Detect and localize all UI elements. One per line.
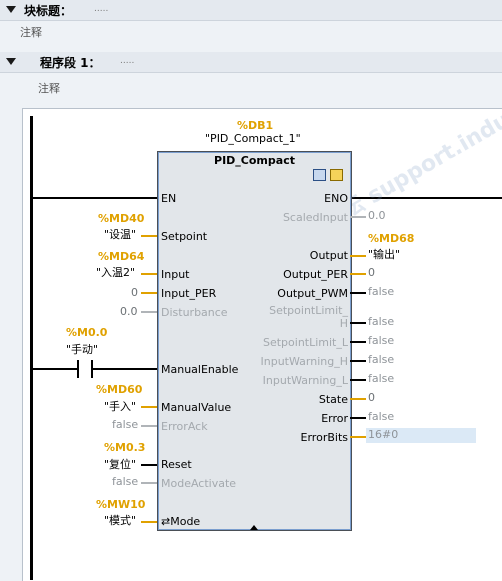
mode-tag[interactable]: "模式" — [104, 514, 137, 527]
collapse-triangle-icon[interactable] — [6, 6, 16, 13]
output-per-wire — [350, 273, 366, 275]
pin-sp-limit-h-line1[interactable]: SetpointLimit_ — [269, 304, 348, 317]
inputwarning-h-wire — [350, 360, 366, 362]
pin-errorack[interactable]: ErrorAck — [161, 420, 208, 433]
output-per-value[interactable]: 0 — [368, 266, 375, 279]
sp-limit-h-value[interactable]: false — [368, 315, 395, 328]
output-pwm-wire — [350, 292, 366, 294]
contact-left-wire — [33, 368, 77, 370]
state-value[interactable]: 0 — [368, 391, 375, 404]
output-tag[interactable]: "输出" — [368, 248, 401, 261]
setpoint-tag[interactable]: "设温" — [104, 228, 137, 241]
disturbance-wire — [141, 311, 157, 313]
mode-address[interactable]: %MW10 — [96, 498, 146, 511]
inputwarning-l-wire — [350, 379, 366, 381]
sp-limit-h-wire — [350, 322, 366, 324]
inputwarning-h-value[interactable]: false — [368, 353, 395, 366]
pin-output-pwm[interactable]: Output_PWM — [277, 287, 348, 300]
pin-inputwarning-h[interactable]: InputWarning_H — [260, 355, 348, 368]
pin-manualvalue[interactable]: ManualValue — [161, 401, 232, 414]
db-address[interactable]: %DB1 — [237, 119, 274, 132]
pin-output-per[interactable]: Output_PER — [283, 268, 348, 281]
network-comment[interactable]: 注释 — [38, 82, 60, 95]
pin-errorbits[interactable]: ErrorBits — [300, 431, 348, 444]
reset-tag[interactable]: "复位" — [104, 458, 137, 471]
pin-sp-limit-l[interactable]: SetpointLimit_L — [262, 336, 348, 349]
collapse-triangle-icon[interactable] — [6, 58, 16, 65]
input-per-value[interactable]: 0 — [131, 286, 138, 299]
pin-output[interactable]: Output — [309, 249, 348, 262]
errorbits-wire — [350, 436, 366, 438]
scaledinput-wire — [350, 216, 366, 218]
network-title-dots[interactable]: ..... — [120, 56, 135, 66]
block-comment[interactable]: 注释 — [20, 26, 42, 39]
pin-eno[interactable]: ENO — [324, 192, 348, 205]
input-wire — [141, 273, 157, 275]
output-wire — [350, 255, 366, 257]
contact-address[interactable]: %M0.0 — [66, 326, 108, 339]
errorbits-value[interactable]: 16#0 — [366, 428, 476, 443]
reset-address[interactable]: %M0.3 — [104, 441, 146, 454]
pin-reset[interactable]: Reset — [161, 458, 192, 471]
contact-right-wire — [93, 368, 157, 370]
contact-left-bar[interactable] — [77, 360, 79, 378]
mode-wire — [141, 521, 157, 523]
block-title-header[interactable]: 块标题： ..... — [0, 0, 502, 21]
manualvalue-wire — [141, 406, 157, 408]
sp-limit-l-value[interactable]: false — [368, 334, 395, 347]
disturbance-value[interactable]: 0.0 — [120, 305, 138, 318]
output-pwm-value[interactable]: false — [368, 285, 395, 298]
eno-wire — [350, 197, 502, 199]
commissioning-icon[interactable] — [330, 169, 343, 181]
modeactivate-wire — [141, 482, 157, 484]
errorack-value[interactable]: false — [112, 418, 139, 431]
pin-scaledinput[interactable]: ScaledInput — [282, 211, 348, 224]
pin-mode[interactable]: ⇄Mode — [161, 515, 201, 528]
contact-right-bar[interactable] — [91, 360, 93, 378]
pin-input[interactable]: Input — [161, 268, 190, 281]
setpoint-address[interactable]: %MD40 — [98, 212, 145, 225]
block-title-dots[interactable]: ..... — [94, 4, 109, 14]
db-name[interactable]: "PID_Compact_1" — [205, 132, 301, 145]
pin-modeactivate[interactable]: ModeActivate — [161, 477, 237, 490]
output-address[interactable]: %MD68 — [368, 232, 415, 245]
pid-compact-block[interactable]: PID_Compact EN Setpoint Input Input_PER … — [157, 151, 352, 531]
network-title-label: 程序段 1： — [40, 56, 101, 70]
input-per-wire — [141, 292, 157, 294]
network-header[interactable]: 程序段 1： ..... — [0, 52, 502, 73]
inputwarning-l-value[interactable]: false — [368, 372, 395, 385]
block-title-label: 块标题： — [24, 4, 73, 18]
setpoint-wire — [141, 235, 157, 237]
sp-limit-l-wire — [350, 341, 366, 343]
manualvalue-address[interactable]: %MD60 — [96, 383, 143, 396]
pin-setpoint[interactable]: Setpoint — [161, 230, 208, 243]
power-rail — [30, 116, 33, 580]
pin-manualenable[interactable]: ManualEnable — [161, 363, 239, 376]
en-wire — [33, 197, 157, 199]
block-type: PID_Compact — [214, 154, 295, 167]
pin-state[interactable]: State — [318, 393, 348, 406]
scaledinput-value[interactable]: 0.0 — [368, 209, 386, 222]
modeactivate-value[interactable]: false — [112, 475, 139, 488]
pin-input-per[interactable]: Input_PER — [161, 287, 217, 300]
pin-error[interactable]: Error — [321, 412, 348, 425]
reset-wire — [141, 464, 157, 466]
input-address[interactable]: %MD64 — [98, 250, 145, 263]
contact-tag[interactable]: "手动" — [66, 343, 99, 356]
open-config-icon[interactable] — [313, 169, 326, 181]
state-wire — [350, 398, 366, 400]
error-wire — [350, 417, 366, 419]
pin-disturbance[interactable]: Disturbance — [161, 306, 228, 319]
error-value[interactable]: false — [368, 410, 395, 423]
input-tag[interactable]: "入温2" — [96, 266, 136, 279]
manualvalue-tag[interactable]: "手入" — [104, 400, 137, 413]
pin-inputwarning-l[interactable]: InputWarning_L — [262, 374, 348, 387]
expand-arrow-icon[interactable] — [250, 525, 258, 530]
pin-sp-limit-h-line2[interactable]: H — [339, 317, 348, 330]
pin-en[interactable]: EN — [161, 192, 177, 205]
errorack-wire — [141, 425, 157, 427]
